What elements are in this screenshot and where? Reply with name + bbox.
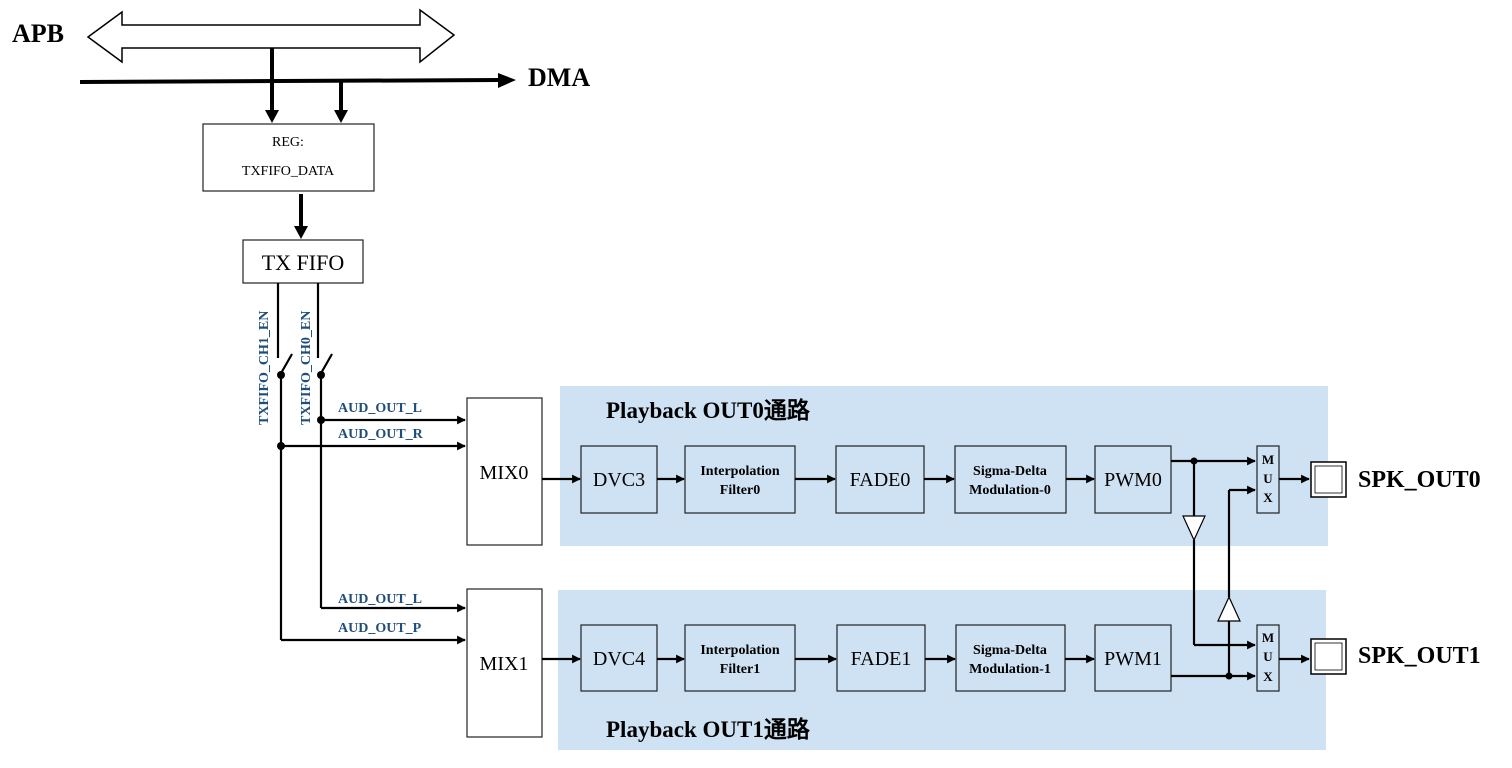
sigma-delta1-line2: Modulation-1: [969, 662, 1051, 677]
fade0-label: FADE0: [850, 469, 911, 491]
spk-out1-label: SPK_OUT1: [1358, 643, 1481, 669]
dma-label: DMA: [528, 63, 590, 92]
interp-filter1-line2: Filter1: [720, 662, 760, 677]
sigma-delta0-line1: Sigma-Delta: [973, 464, 1047, 479]
interp-filter0-box: [684, 445, 796, 514]
sigma-delta1-line1: Sigma-Delta: [973, 643, 1047, 658]
playback-out0-title: Playback OUT0通路: [606, 397, 811, 423]
pwm1-box: [1094, 624, 1172, 692]
dvc3-box: [580, 445, 658, 514]
interp-filter1-line1: Interpolation: [700, 643, 780, 658]
mix1-aud-out-p-label: AUD_OUT_P: [338, 621, 422, 636]
buffer-down-triangle: [1182, 515, 1206, 542]
reg-label: REG:: [272, 135, 304, 150]
pwm0-label: PWM0: [1104, 469, 1162, 491]
apb-bus-arrow: [86, 8, 456, 64]
pwm1-label: PWM1: [1104, 648, 1162, 670]
mix0-label: MIX0: [480, 462, 529, 484]
sigma-delta0-line2: Modulation-0: [969, 483, 1051, 498]
buffer-up-triangle: [1217, 595, 1241, 622]
mix0-aud-out-r-label: AUD_OUT_R: [338, 427, 424, 442]
interp-filter0-line2: Filter0: [720, 483, 760, 498]
spk-out0-pad: [1310, 461, 1347, 498]
mux1-m: M: [1262, 630, 1274, 645]
interp-filter1-box: [684, 624, 796, 692]
interp-filter0-line1: Interpolation: [700, 464, 780, 479]
dma-bus-line: [79, 78, 501, 84]
sigma-delta1-box: [955, 624, 1066, 692]
spk-out0-label: SPK_OUT0: [1358, 467, 1481, 493]
fade1-label: FADE1: [851, 648, 912, 670]
mux1-u: U: [1263, 649, 1273, 664]
txfifo-ch0-en-label: TXFIFO_CH0_EN: [299, 311, 314, 425]
mux0-m: M: [1262, 452, 1274, 467]
txfifo-label: TX FIFO: [262, 250, 345, 275]
dvc4-box: [580, 624, 658, 692]
mix1-label: MIX1: [480, 653, 529, 675]
spk-out1-pad: [1310, 638, 1347, 675]
mix1-box: [466, 588, 543, 738]
dvc3-label: DVC3: [593, 469, 645, 491]
mux0-u: U: [1263, 471, 1273, 486]
dvc4-label: DVC4: [593, 648, 645, 670]
fade0-box: [835, 445, 925, 514]
mix0-box: [466, 397, 543, 546]
dma-arrowhead: [498, 73, 516, 88]
sigma-delta0-box: [954, 445, 1067, 514]
pwm0-box: [1094, 445, 1172, 514]
playback-out1-title: Playback OUT1通路: [606, 716, 811, 742]
mix0-aud-out-l-label: AUD_OUT_L: [338, 401, 422, 416]
apb-label: APB: [12, 19, 64, 48]
txfifo-box: [242, 239, 364, 284]
reg-name: TXFIFO_DATA: [242, 164, 335, 179]
reg-txfifo-data-box: [202, 123, 375, 192]
mux1-x: X: [1263, 669, 1273, 684]
fade1-box: [836, 624, 926, 692]
mix1-aud-out-l-label: AUD_OUT_L: [338, 592, 422, 607]
mux0-x: X: [1263, 490, 1273, 505]
txfifo-ch1-en-label: TXFIFO_CH1_EN: [257, 311, 272, 425]
